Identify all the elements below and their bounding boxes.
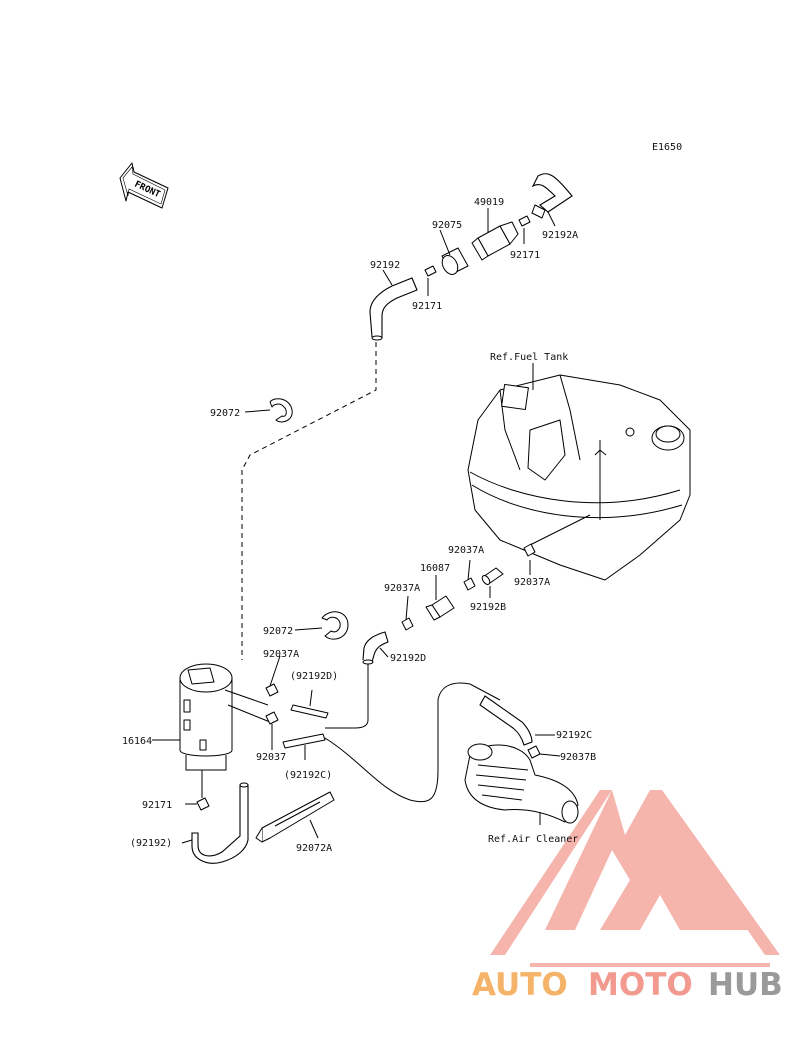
label-92037A-right: 92037A	[514, 577, 550, 588]
label-92037A-canister: 92037A	[263, 649, 299, 660]
clamp-92037	[265, 711, 279, 725]
label-92192-paren: (92192)	[130, 838, 172, 849]
diagram-code: E1650	[652, 142, 682, 153]
label-92192D: 92192D	[390, 653, 426, 664]
clip-92072-mid	[321, 611, 349, 640]
fuel-tank	[467, 374, 691, 581]
canister	[179, 663, 271, 771]
watermark-part3: HUB	[708, 967, 783, 1003]
clamp-92037A-canister	[265, 683, 279, 697]
label-92192B: 92192B	[470, 602, 506, 613]
clip-92072-top	[269, 398, 293, 423]
label-92192A: 92192A	[542, 230, 578, 241]
clamp-92037B	[527, 745, 541, 759]
watermark-part1: AUTO	[472, 967, 568, 1003]
label-16087: 16087	[420, 563, 450, 574]
middle-fuel-line-parts	[325, 543, 536, 729]
label-92192D-paren: (92192D)	[290, 671, 338, 682]
label-92192C-paren: (92192C)	[284, 770, 332, 781]
air-cleaner	[464, 743, 579, 824]
label-49019: 49019	[474, 197, 504, 208]
leader-lines	[152, 208, 561, 844]
hose-92192C	[479, 695, 533, 746]
strap-92072A	[255, 791, 335, 843]
label-92192: 92192	[370, 260, 400, 271]
label-92072-mid: 92072	[263, 626, 293, 637]
label-92171-bottom: 92171	[142, 800, 172, 811]
bottom-hose	[191, 770, 249, 864]
fuel-filter-assembly	[241, 173, 573, 660]
label-92171-top-left: 92171	[412, 301, 442, 312]
label-92075: 92075	[432, 220, 462, 231]
label-92037: 92037	[256, 752, 286, 763]
watermark-part2: MOTO	[588, 967, 693, 1003]
label-92037B: 92037B	[560, 752, 596, 763]
tube-92192C	[282, 733, 326, 749]
tube-92192D	[290, 704, 329, 719]
hose-92192C-run	[324, 682, 501, 803]
tank-vent-line	[529, 514, 591, 546]
label-ref-air-cleaner: Ref.Air Cleaner	[488, 834, 578, 845]
watermark-text: AUTO MOTO HUB	[472, 967, 783, 1003]
front-arrow-icon: FRONT	[119, 162, 169, 209]
label-92072-top: 92072	[210, 408, 240, 419]
label-92171-top-right: 92171	[510, 250, 540, 261]
label-92037A-top: 92037A	[448, 545, 484, 556]
label-92037A-left: 92037A	[384, 583, 420, 594]
watermark-logo	[490, 790, 780, 967]
label-92072A: 92072A	[296, 843, 332, 854]
label-92192C: 92192C	[556, 730, 592, 741]
label-16164: 16164	[122, 736, 152, 747]
label-ref-fuel-tank: Ref.Fuel Tank	[490, 352, 568, 363]
